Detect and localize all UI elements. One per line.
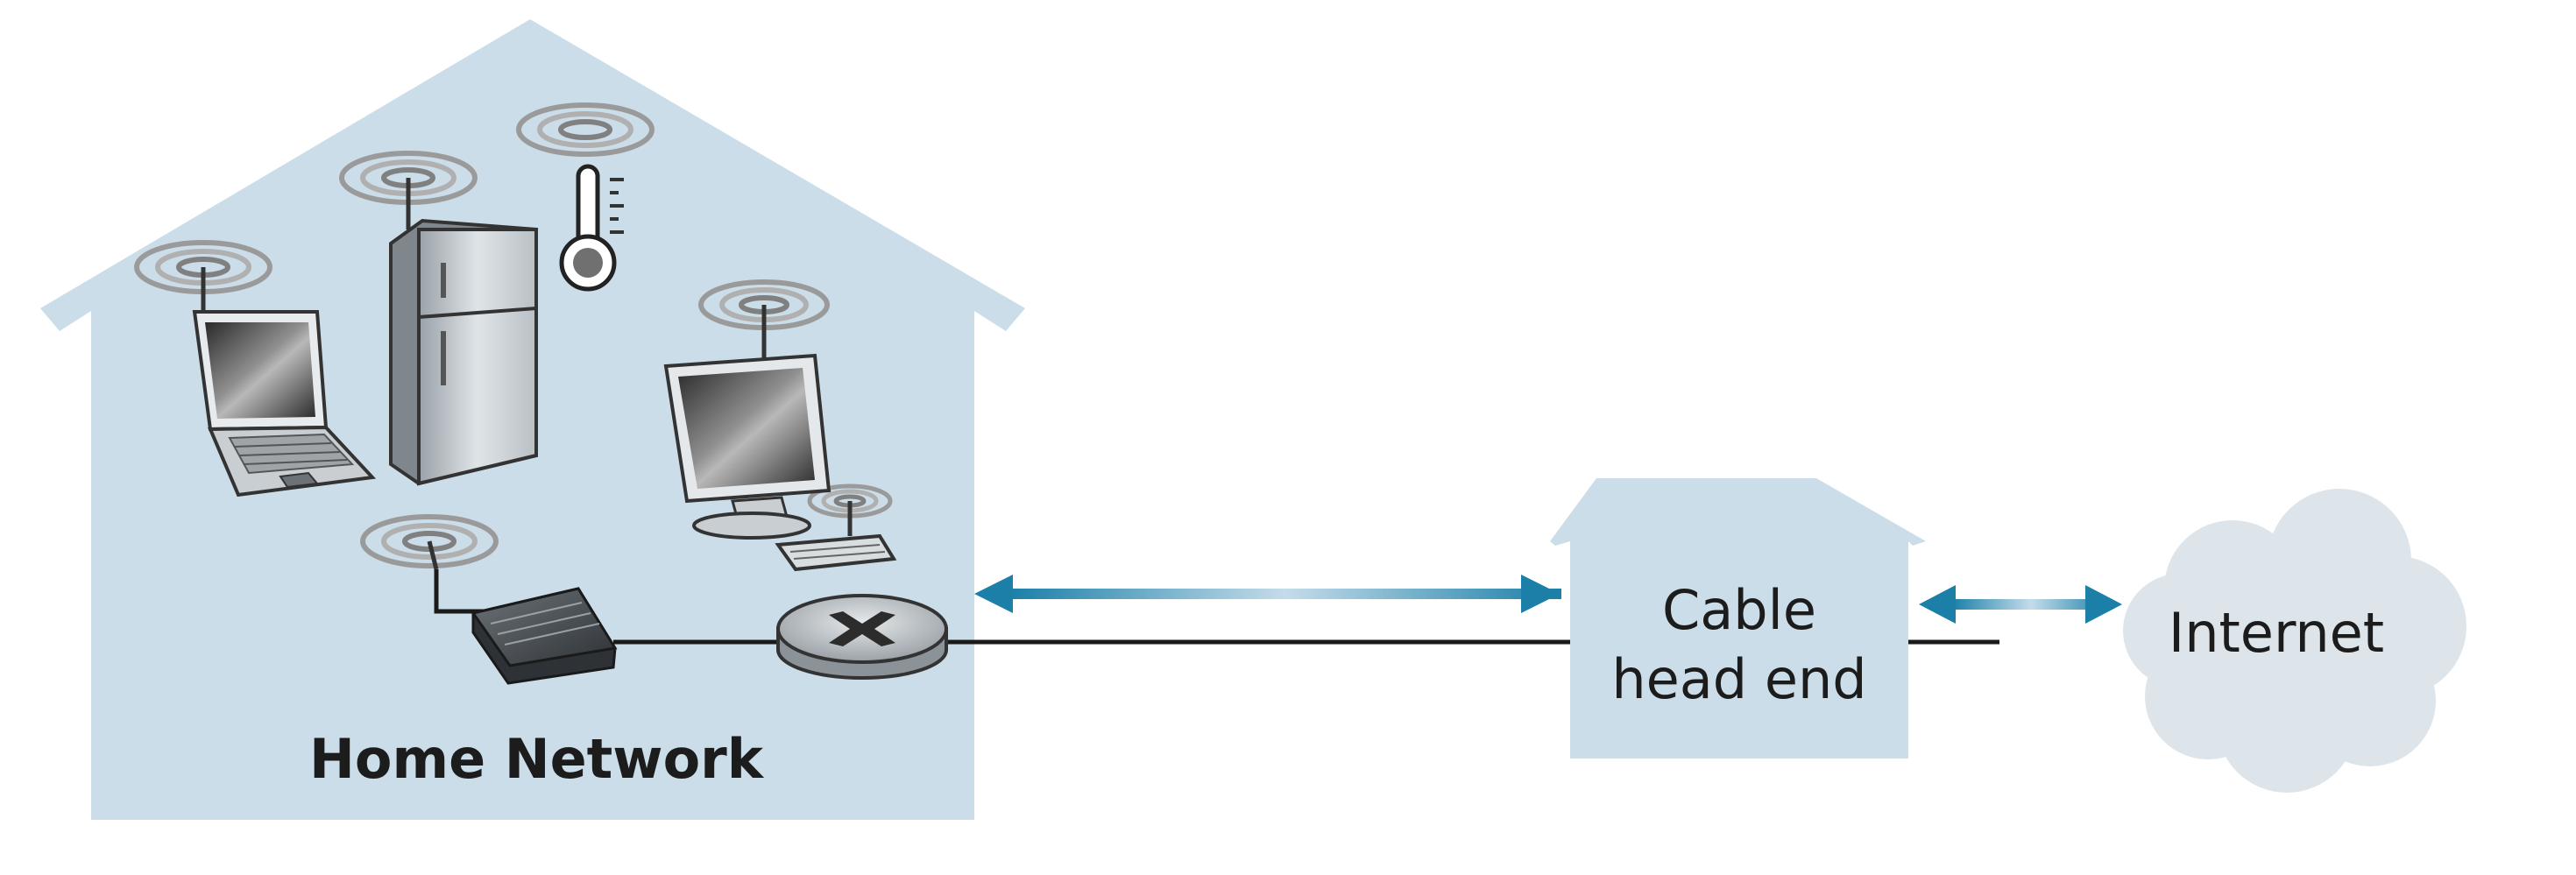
network-wires bbox=[434, 569, 1999, 645]
laptop-icon bbox=[192, 310, 377, 497]
keyboard-icon bbox=[775, 533, 897, 572]
cable-head-end-label-line2: head end bbox=[1611, 647, 1866, 711]
home-to-headend-arrow bbox=[974, 575, 1561, 613]
refrigerator-icon bbox=[389, 218, 538, 486]
cable-head-end-building bbox=[1550, 478, 1926, 759]
cloud-icon bbox=[2123, 489, 2466, 793]
desktop-monitor-icon bbox=[663, 353, 832, 540]
thermometer-icon bbox=[559, 164, 624, 292]
cable-modem-icon bbox=[471, 587, 618, 685]
home-network-label: Home Network bbox=[309, 727, 765, 791]
antennas bbox=[201, 178, 853, 570]
internet-label: Internet bbox=[2169, 601, 2384, 665]
cable-head-end-label-line1: Cable bbox=[1662, 578, 1816, 642]
headend-to-internet-arrow bbox=[1919, 585, 2122, 624]
router-icon bbox=[776, 594, 948, 680]
